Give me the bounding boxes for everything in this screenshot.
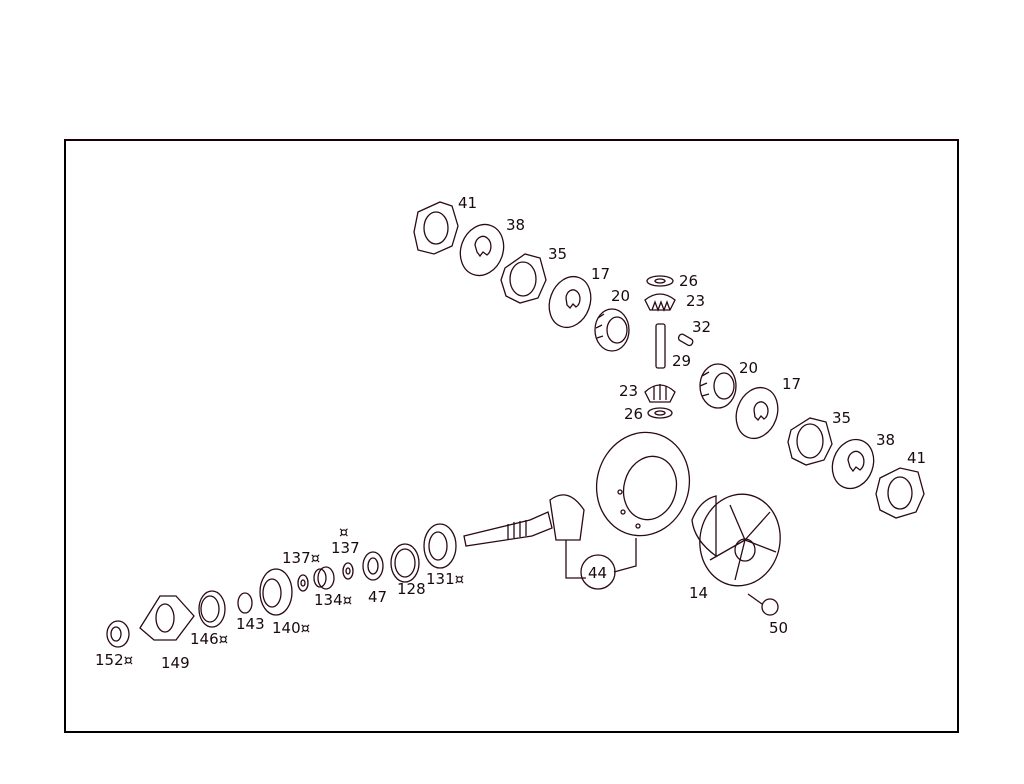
side-gear-20-lower-icon bbox=[699, 363, 737, 409]
callout-20-upper: 20 bbox=[611, 287, 631, 305]
bolt-50-icon bbox=[747, 593, 779, 616]
callout-23-upper: 23 bbox=[686, 292, 706, 310]
callout-128: 128 bbox=[397, 580, 426, 598]
callout-146: 146¤ bbox=[190, 630, 229, 648]
flange-149-icon bbox=[139, 595, 195, 641]
disc-17-lower-icon bbox=[735, 386, 779, 440]
plate-35-lower-icon bbox=[787, 417, 833, 466]
bracket-44-line bbox=[565, 538, 637, 579]
callout-circle-44 bbox=[580, 554, 616, 590]
callout-23-lower: 23 bbox=[619, 382, 639, 400]
drive-pinion-shaft-icon bbox=[463, 494, 585, 547]
callout-38-upper: 38 bbox=[506, 216, 526, 234]
side-gear-20-upper-icon bbox=[594, 308, 630, 352]
callout-32: 32 bbox=[692, 318, 712, 336]
callout-149: 149 bbox=[161, 654, 190, 672]
callout-26-lower: 26 bbox=[624, 405, 644, 423]
thrust-plate-41-lower-icon bbox=[875, 467, 925, 519]
plate-35-upper-icon bbox=[500, 253, 547, 304]
differential-case-icon bbox=[691, 493, 781, 587]
seal-146-icon bbox=[198, 590, 226, 628]
ring-gear-icon bbox=[595, 431, 691, 537]
washer-26-upper-icon bbox=[646, 275, 674, 287]
callout-137-right: 137 bbox=[331, 539, 360, 557]
bearing-140-icon bbox=[259, 568, 293, 616]
seal-128-icon bbox=[390, 543, 420, 583]
nut-47-icon bbox=[362, 551, 384, 581]
diagram-frame bbox=[64, 139, 959, 733]
washer-137-left-icon bbox=[297, 574, 309, 592]
thrust-plate-41-upper-icon bbox=[413, 201, 459, 255]
callout-26-upper: 26 bbox=[679, 272, 699, 290]
pinion-gear-23-lower-icon bbox=[644, 384, 676, 403]
callout-17-lower: 17 bbox=[782, 375, 802, 393]
callout-143: 143 bbox=[236, 615, 265, 633]
callout-20-lower: 20 bbox=[739, 359, 759, 377]
callout-134: 134¤ bbox=[314, 591, 353, 609]
disc-38-lower-icon bbox=[831, 438, 875, 490]
pinion-gear-23-upper-icon bbox=[644, 293, 676, 312]
callout-41-upper: 41 bbox=[458, 194, 478, 212]
pin-29-icon bbox=[655, 323, 666, 369]
disc-17-upper-icon bbox=[548, 275, 592, 329]
callout-41-lower: 41 bbox=[907, 449, 927, 467]
spacer-134-icon bbox=[313, 566, 335, 590]
bearing-131-icon bbox=[423, 523, 457, 569]
callout-44: 44 bbox=[588, 564, 608, 582]
pin-32-icon bbox=[677, 333, 694, 347]
callout-35-upper: 35 bbox=[548, 245, 568, 263]
callout-17-upper: 17 bbox=[591, 265, 611, 283]
callout-140: 140¤ bbox=[272, 619, 311, 637]
callout-29: 29 bbox=[672, 352, 692, 370]
callout-14: 14 bbox=[689, 584, 709, 602]
retaining-ring-143-icon bbox=[237, 592, 253, 614]
washer-26-lower-icon bbox=[647, 407, 673, 419]
callout-50: 50 bbox=[769, 619, 789, 637]
callout-47: 47 bbox=[368, 588, 388, 606]
callout-152: 152¤ bbox=[95, 651, 134, 669]
callout-38-lower: 38 bbox=[876, 431, 896, 449]
washer-137-right-icon bbox=[342, 562, 354, 580]
callout-35-lower: 35 bbox=[832, 409, 852, 427]
nut-152-icon bbox=[106, 620, 130, 648]
callout-137-right-marker: ¤ bbox=[339, 523, 349, 541]
callout-131: 131¤ bbox=[426, 570, 465, 588]
disc-38-upper-icon bbox=[459, 223, 505, 277]
callout-137-left: 137¤ bbox=[282, 549, 321, 567]
